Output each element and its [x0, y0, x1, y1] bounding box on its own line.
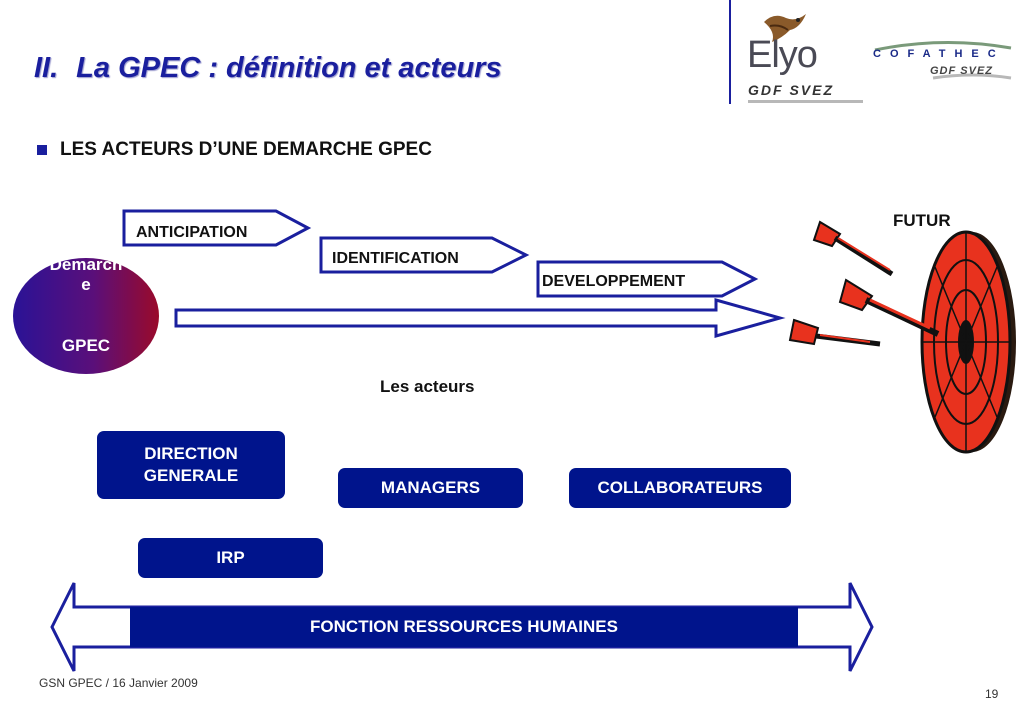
rh-bar-label: FONCTION RESSOURCES HUMAINES — [310, 617, 618, 636]
logo-underline-1 — [748, 100, 863, 103]
anticipation-arrow — [122, 209, 312, 247]
page-title: II. La GPEC : définition et acteurs — [34, 52, 502, 85]
gdf-suez-logo-1: GDF SVEZ — [748, 82, 835, 98]
identification-label: IDENTIFICATION — [332, 250, 459, 267]
futur-label: FUTUR — [893, 211, 951, 230]
section-subtitle: LES ACTEURS D’UNE DEMARCHE GPEC — [60, 139, 432, 160]
identification-arrow — [319, 236, 530, 274]
ellipse-text-top: Demarch e — [13, 255, 159, 295]
title-text: La GPEC : définition et acteurs — [76, 52, 502, 84]
cofathec-swoosh-icon — [874, 41, 1012, 80]
collaborateurs-box: COLLABORATEURS — [569, 468, 791, 508]
acteurs-label: Les acteurs — [380, 377, 475, 396]
header-divider — [729, 0, 731, 104]
timeline-arrow — [174, 298, 786, 338]
dart-2 — [838, 278, 940, 337]
title-number: II. — [34, 52, 59, 84]
direction-line-1: DIRECTION — [144, 444, 238, 463]
gdf-suez-logo-2: GDF SVEZ — [930, 65, 994, 77]
developpement-label: DEVELOPPEMENT — [542, 273, 686, 290]
elyo-logo: Elyo — [747, 34, 818, 76]
bullet-icon — [37, 145, 47, 155]
demarche-ellipse — [13, 258, 159, 374]
ellipse-line-3: GPEC — [61, 336, 111, 355]
dart-1 — [812, 220, 894, 277]
cofathec-logo: COFATHEC — [873, 48, 1005, 60]
managers-box: MANAGERS — [338, 468, 523, 508]
target-darts-icon — [788, 220, 1016, 454]
page-number: 19 — [985, 687, 999, 701]
rh-bar — [130, 607, 798, 647]
direction-generale-box: DIRECTION GENERALE — [97, 431, 285, 499]
irp-box: IRP — [138, 538, 323, 578]
anticipation-label: ANTICIPATION — [136, 224, 248, 241]
developpement-arrow — [536, 260, 759, 298]
footer-text: GSN GPEC / 16 Janvier 2009 — [39, 676, 198, 690]
ellipse-line-1: Demarch — [49, 255, 123, 274]
direction-line-2: GENERALE — [143, 466, 239, 485]
dart-3 — [788, 318, 881, 347]
ellipse-line-2: e — [81, 275, 91, 294]
bird-logo-icon — [764, 14, 806, 42]
